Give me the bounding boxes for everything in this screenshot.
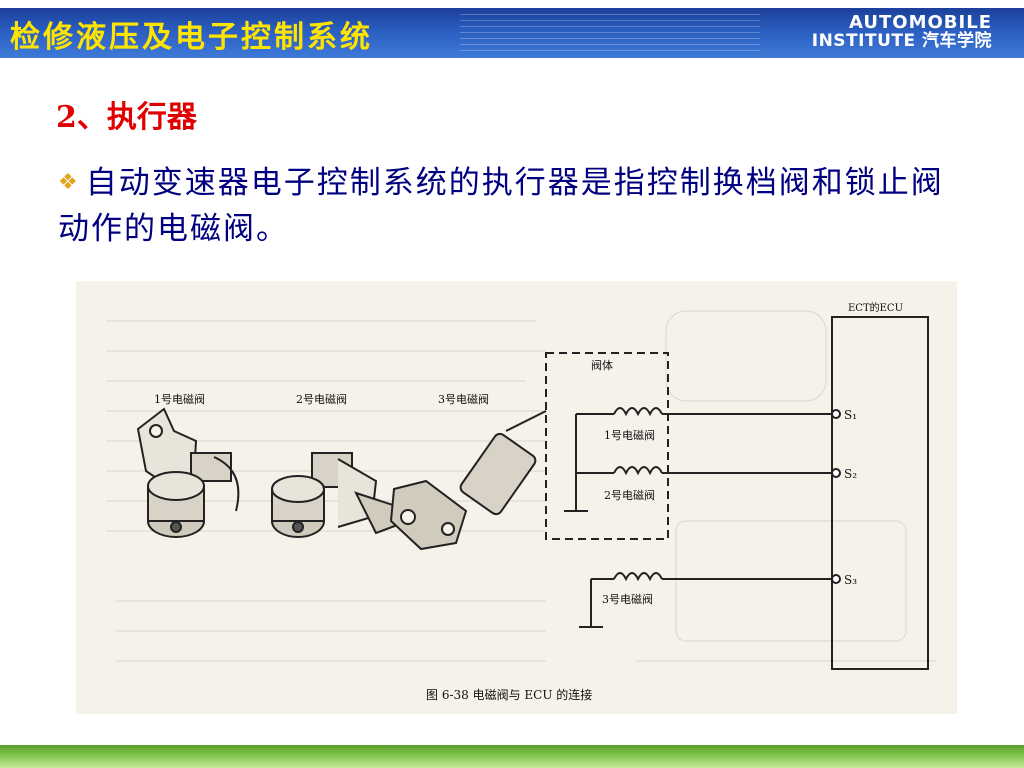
figure-drawing: 1号电磁阀 2号电磁阀 3号电磁阀 阀体 — [106, 301, 936, 702]
circuit-wiring — [564, 407, 836, 628]
figure-caption: 图 6-38 电磁阀与 ECU 的连接 — [426, 687, 592, 702]
ecu-label: ECT的ECU — [848, 301, 903, 314]
bullet-paragraph: ❖自动变速器电子控制系统的执行器是指控制换档阀和锁止阀动作的电磁阀。 — [58, 160, 958, 252]
figure-solenoid-ecu: 1号电磁阀 2号电磁阀 3号电磁阀 阀体 — [76, 281, 957, 714]
scan-texture — [106, 310, 936, 662]
diamond-cluster-icon: ❖ — [58, 170, 80, 195]
ecu-box — [831, 316, 929, 670]
terminal-s1-node — [831, 409, 841, 419]
valve-label-2: 2号电磁阀 — [296, 392, 347, 406]
circuit-label-2: 2号电磁阀 — [604, 488, 655, 502]
page-title: 检修液压及电子控制系统 — [10, 20, 373, 55]
valve-body-box — [545, 352, 669, 540]
solenoid-valve-1-drawing — [136, 407, 240, 538]
terminal-s1-label: S₁ — [844, 408, 857, 422]
valve-body-label: 阀体 — [591, 358, 613, 372]
circuit-label-1: 1号电磁阀 — [604, 428, 655, 442]
logo-line-2: INSTITUTE 汽车学院 — [811, 31, 992, 51]
terminal-s3-node — [831, 574, 841, 584]
bullet-text: 自动变速器电子控制系统的执行器是指控制换档阀和锁止阀动作的电磁阀。 — [58, 165, 944, 247]
footer-bar — [0, 745, 1024, 768]
terminal-s2-node — [831, 468, 841, 478]
terminal-s3-label: S₃ — [844, 573, 857, 587]
solenoid-valve-2-drawing — [271, 452, 410, 538]
header-band — [0, 8, 1024, 58]
terminal-s2-label: S₂ — [844, 467, 857, 481]
valve-label-3: 3号电磁阀 — [438, 392, 489, 406]
header-decoration — [460, 14, 760, 52]
header: 检修液压及电子控制系统 AUTOMOBILE INSTITUTE 汽车学院 — [0, 0, 1024, 66]
logo-line-1: AUTOMOBILE — [849, 12, 992, 33]
section-title: 2、执行器 — [56, 100, 197, 135]
valve-label-1: 1号电磁阀 — [154, 392, 205, 406]
solenoid-valve-3-drawing — [389, 410, 547, 551]
institute-logo: AUTOMOBILE INSTITUTE 汽车学院 — [812, 13, 992, 51]
circuit-label-3: 3号电磁阀 — [602, 592, 653, 606]
